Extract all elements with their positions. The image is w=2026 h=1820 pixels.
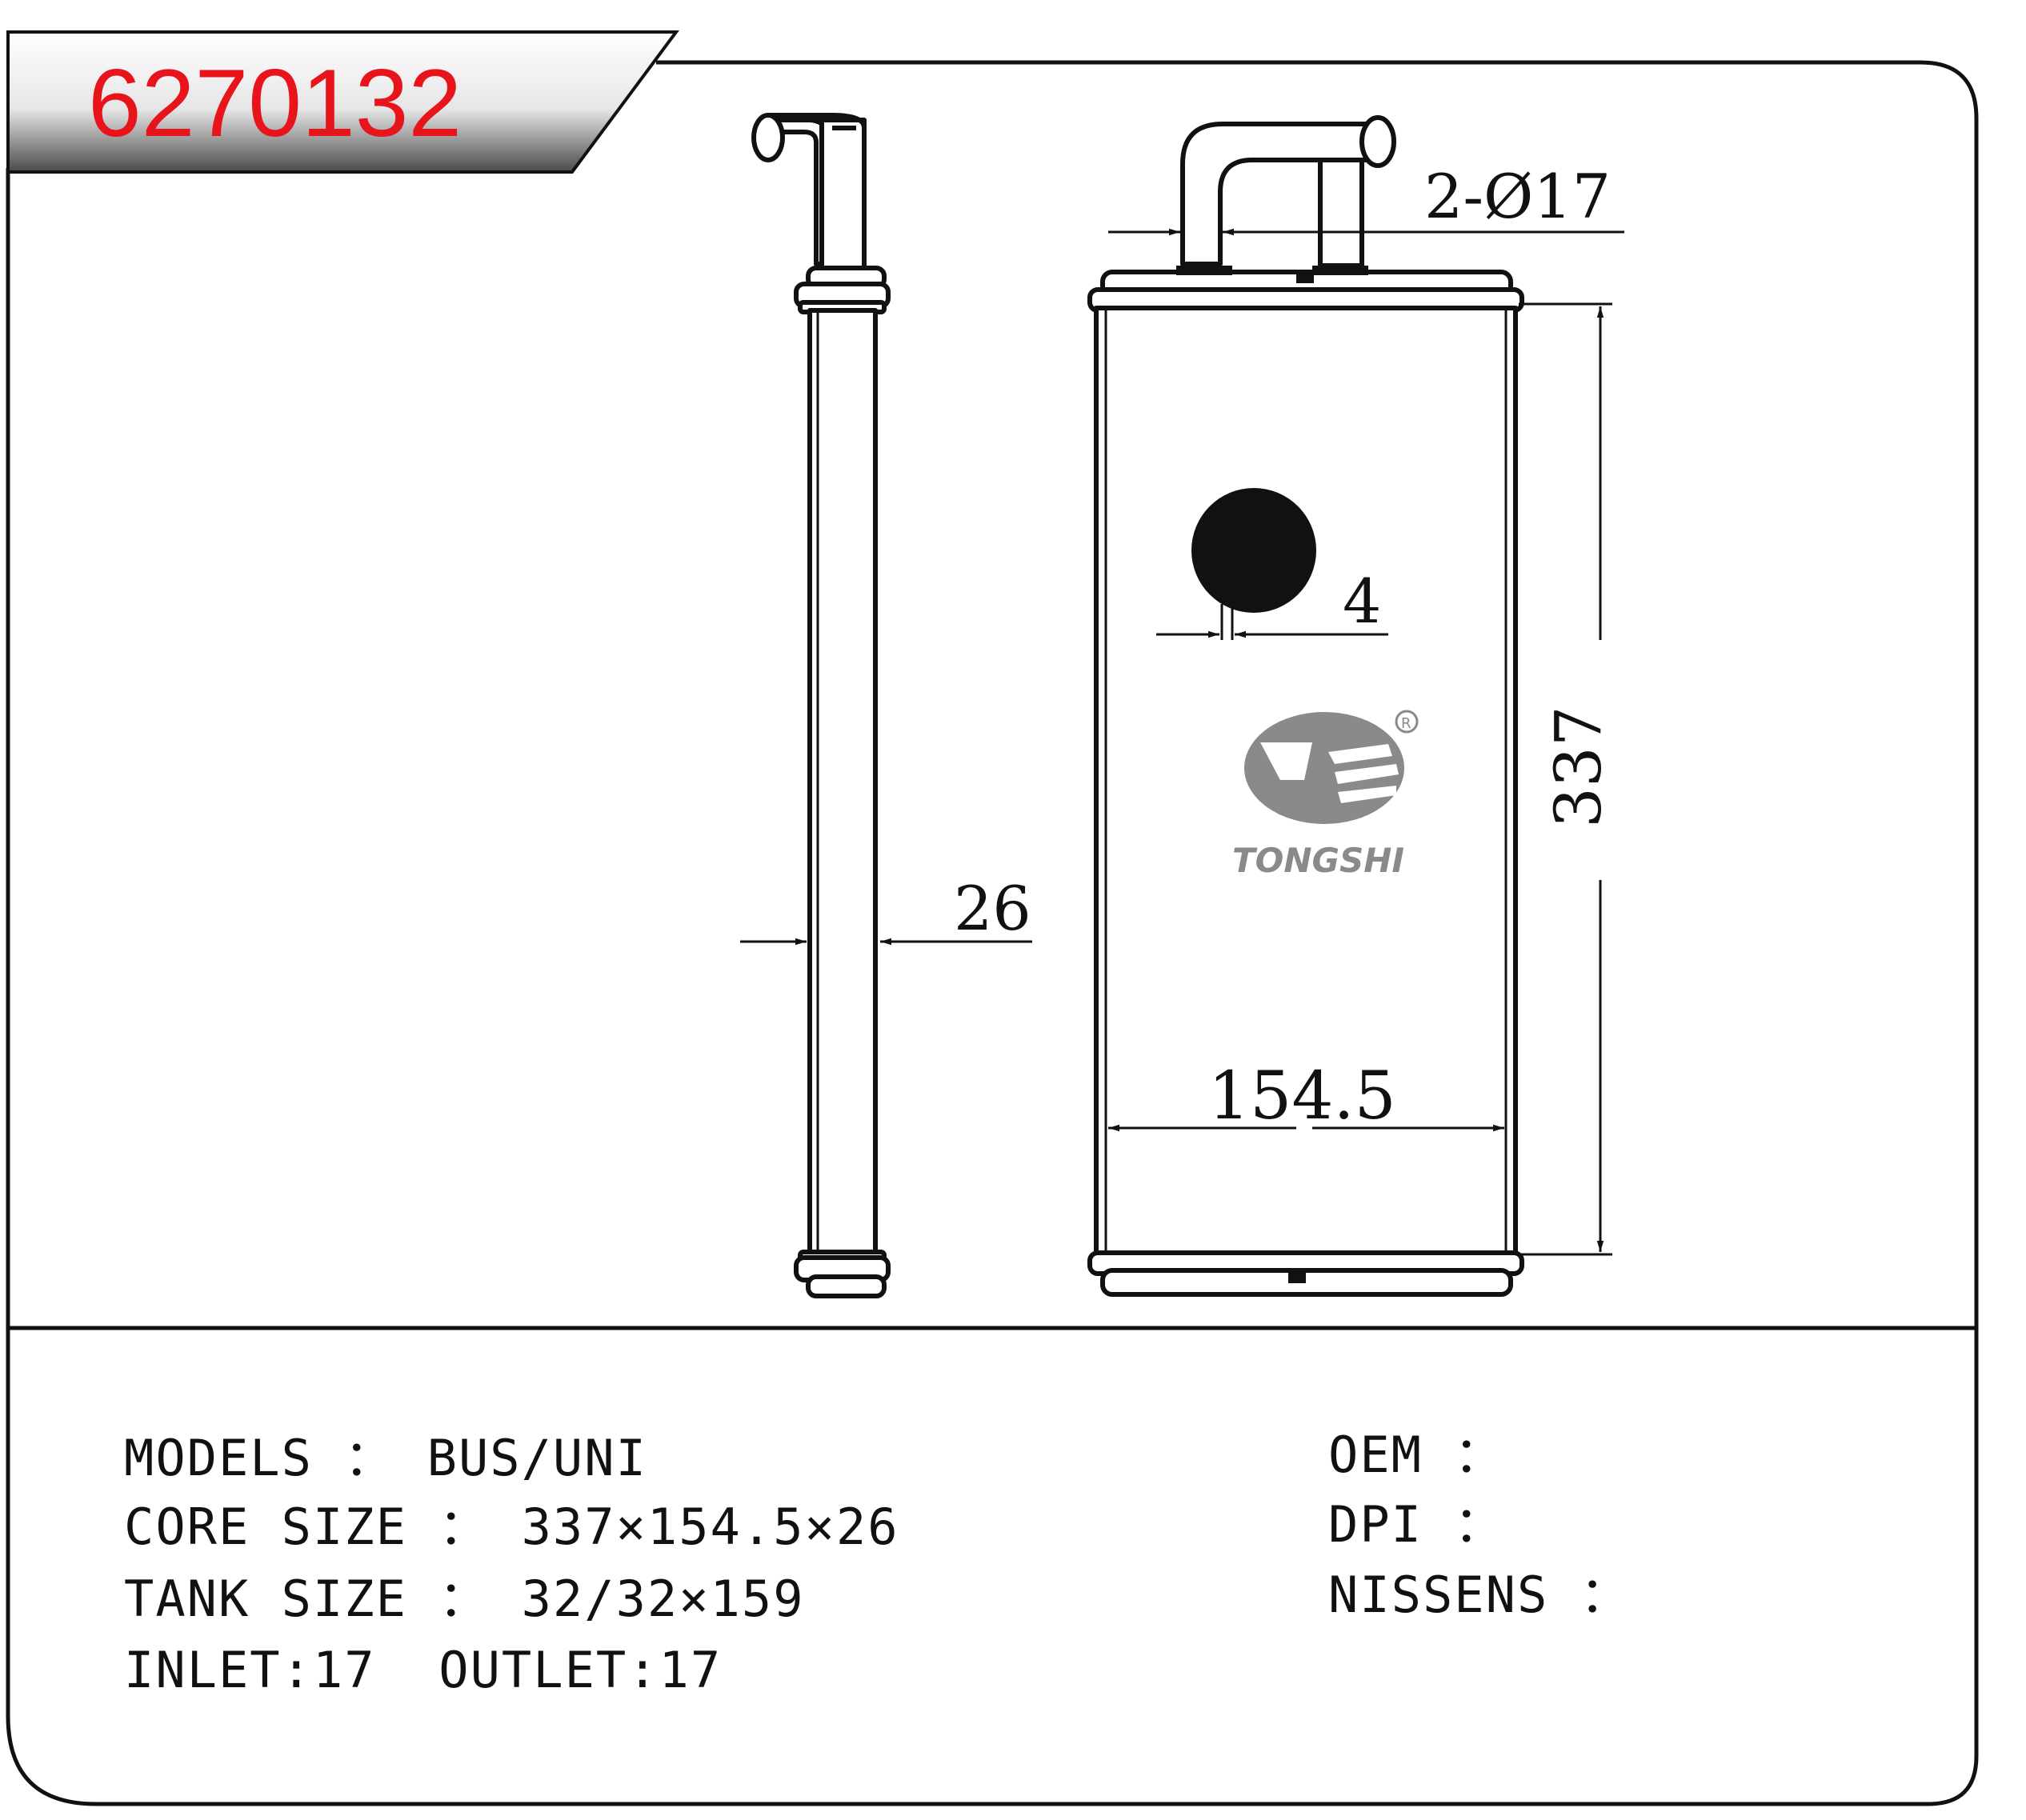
svg-text:R: R [1401, 715, 1411, 732]
spec-nissens: NISSENS ： [1328, 1566, 1632, 1624]
pipe-diameter-value: 2-Ø17 [1424, 161, 1611, 232]
side-view [751, 113, 891, 1298]
front-view [1087, 115, 1524, 1297]
height-dimension [1519, 302, 1612, 1256]
spec-core-size: CORE SIZE ： 337×154.5×26 [124, 1498, 899, 1556]
spec-models: MODELS ： BUS/UNI [124, 1429, 647, 1487]
part-number: 6270132 [88, 50, 462, 157]
width-value: 154.5 [1208, 1058, 1396, 1134]
registered-mark [1395, 710, 1419, 734]
wall-value: 4 [1343, 566, 1381, 637]
part-number-banner: 6270132 [6, 30, 679, 174]
spec-tank-size: TANK SIZE ： 32/32×159 [124, 1570, 805, 1628]
thickness-value: 26 [954, 873, 1031, 944]
tongshi-logo: R TONGSHI [1232, 710, 1419, 880]
outer-frame [6, 60, 1979, 1806]
height-value: 337 [1541, 706, 1616, 828]
spec-dpi: DPI ： [1328, 1495, 1506, 1554]
brand-name: TONGSHI [1232, 841, 1404, 880]
spec-oem: OEM ： [1328, 1426, 1506, 1484]
spec-inlet-outlet: INLET:17 OUTLET:17 [124, 1641, 723, 1699]
